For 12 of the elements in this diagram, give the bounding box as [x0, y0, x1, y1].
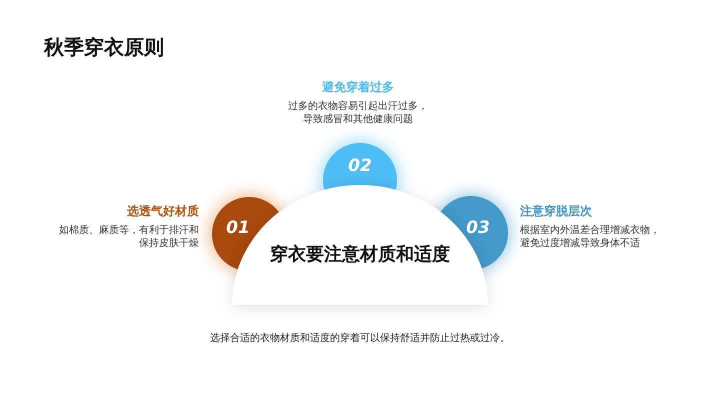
- step-number: 01: [226, 218, 250, 238]
- section-heading: 避免穿着过多: [322, 79, 394, 95]
- center-heading: 穿衣要注意材质和适度: [270, 243, 450, 267]
- footer-caption: 选择合适的衣物材质和适度的穿着可以保持舒适并防止过热或过冷。: [210, 332, 510, 346]
- description-text: 根据室内外温差合理增减衣物，避免过度增减导致身体不适: [520, 224, 661, 250]
- description-text: 过多的衣物容易引起出汗过多，导致感冒和其他健康问题: [287, 100, 429, 126]
- step-number: 02: [348, 156, 372, 176]
- page-title: 秋季穿衣原则: [44, 34, 164, 61]
- section-heading: 注意穿脱层次: [520, 203, 592, 219]
- step-number: 03: [466, 218, 490, 238]
- section-heading: 选透气好材质: [127, 203, 199, 219]
- description-text: 如棉质、麻质等，有利于排汗和保持皮肤干燥: [58, 224, 199, 250]
